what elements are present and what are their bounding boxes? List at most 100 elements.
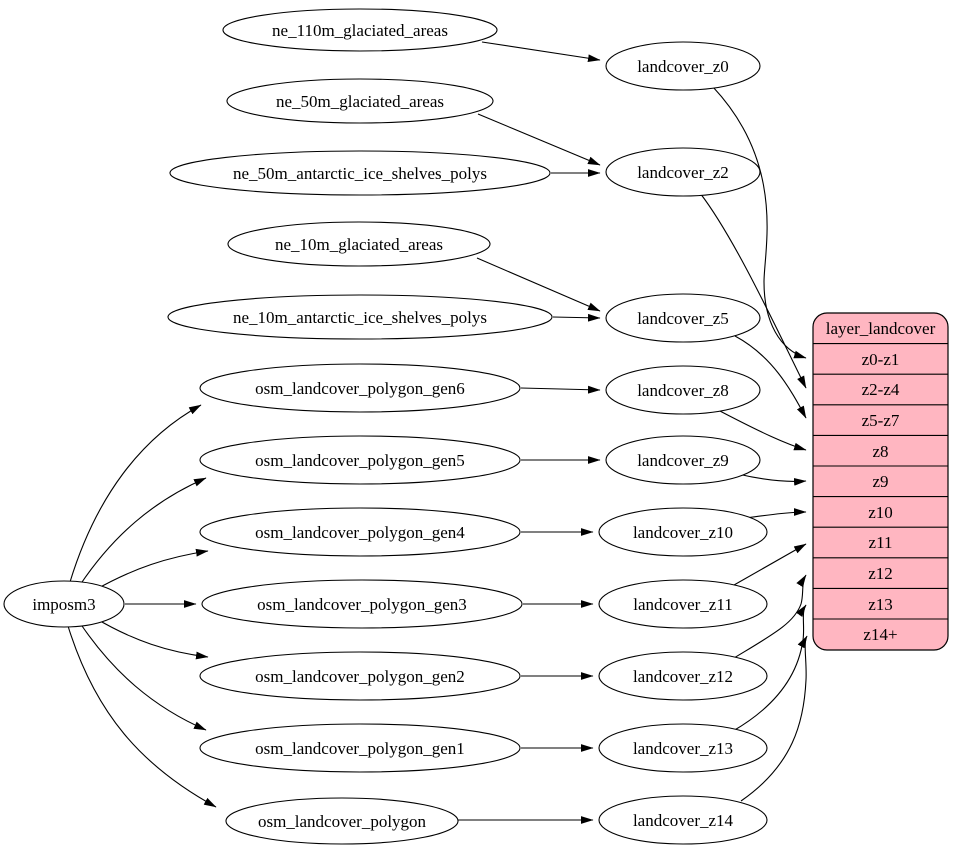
source-ellipse	[199, 363, 521, 413]
edge-ne-10m-antarctic-to-z5	[552, 313, 601, 322]
node-landcover-z9: landcover_z9	[605, 435, 761, 485]
imposm3-ellipse	[3, 580, 125, 628]
node-osm-landcover-polygon-gen4: osm_landcover_polygon_gen4	[199, 507, 521, 557]
edge-z9-to-field-z9	[737, 473, 807, 486]
source-ellipse	[201, 579, 523, 629]
node-landcover-z13: landcover_z13	[598, 723, 768, 773]
record-field-z9: z9	[872, 472, 888, 491]
source-label: ne_10m_antarctic_ice_shelves_polys	[233, 308, 487, 327]
layer-record-body	[812, 312, 949, 651]
record-field-z8: z8	[872, 442, 888, 461]
record-field-z5-z7: z5-z7	[862, 411, 900, 430]
node-landcover-z14: landcover_z14	[598, 795, 768, 845]
source-label: osm_landcover_polygon_gen1	[255, 739, 465, 758]
imposm3-label: imposm3	[32, 595, 95, 614]
node-ne-50m-antarctic-ice-shelves-polys: ne_50m_antarctic_ice_shelves_polys	[169, 150, 551, 196]
edge-imposm3-to-gen6	[69, 404, 202, 583]
source-label: osm_landcover_polygon_gen6	[255, 379, 465, 398]
edge-z8-to-field-z8	[717, 409, 807, 451]
record-field-z2-z4: z2-z4	[862, 380, 900, 399]
source-ellipse	[222, 8, 498, 52]
view-label: landcover_z0	[637, 57, 729, 76]
source-ellipse	[199, 435, 521, 485]
view-ellipse	[605, 365, 761, 415]
edge-z5-to-field-z5-z7	[734, 335, 807, 419]
view-ellipse	[598, 651, 768, 701]
view-ellipse	[598, 507, 768, 557]
source-ellipse	[169, 150, 551, 196]
source-label: ne_50m_glaciated_areas	[276, 92, 444, 111]
node-layer-landcover-record: layer_landcover z0-z1 z2-z4 z5-z7 z8 z9 …	[812, 312, 949, 651]
view-label: landcover_z2	[637, 163, 729, 182]
node-ne-50m-glaciated-areas: ne_50m_glaciated_areas	[226, 78, 494, 124]
edge-layer	[67, 41, 808, 824]
source-ellipse	[199, 507, 521, 557]
view-label: landcover_z11	[633, 595, 732, 614]
node-imposm3: imposm3	[3, 580, 125, 628]
view-ellipse	[605, 147, 761, 197]
edge-gen6-to-z8	[520, 385, 601, 394]
node-landcover-z11: landcover_z11	[598, 579, 768, 629]
node-ne-10m-glaciated-areas: ne_10m_glaciated_areas	[227, 221, 491, 267]
source-label: ne_110m_glaciated_areas	[272, 21, 448, 40]
node-osm-landcover-polygon-gen6: osm_landcover_polygon_gen6	[199, 363, 521, 413]
edge-ne-10m-glaciated-to-z5	[476, 257, 601, 312]
source-ellipse	[167, 294, 553, 340]
view-label: landcover_z12	[633, 667, 733, 686]
node-landcover-z10: landcover_z10	[598, 507, 768, 557]
source-label: osm_landcover_polygon_gen5	[255, 451, 465, 470]
view-label: landcover_z8	[637, 381, 729, 400]
node-osm-landcover-polygon-gen3: osm_landcover_polygon_gen3	[201, 579, 523, 629]
view-ellipse	[605, 435, 761, 485]
source-label: ne_10m_glaciated_areas	[275, 235, 443, 254]
edge-ne-110m-to-z0	[481, 41, 601, 63]
source-label: osm_landcover_polygon_gen4	[255, 523, 465, 542]
edge-z2-to-field-z2-z4	[699, 192, 807, 389]
layer-record-title: layer_landcover	[826, 319, 936, 338]
source-ellipse	[227, 221, 491, 267]
source-label: osm_landcover_polygon	[258, 812, 427, 831]
view-ellipse	[598, 723, 768, 773]
source-label: osm_landcover_polygon_gen2	[255, 667, 465, 686]
source-label: osm_landcover_polygon_gen3	[257, 595, 467, 614]
source-ellipse	[199, 723, 521, 773]
node-osm-landcover-polygon-gen1: osm_landcover_polygon_gen1	[199, 723, 521, 773]
view-ellipse	[605, 41, 761, 91]
node-landcover-z12: landcover_z12	[598, 651, 768, 701]
node-layer: imposm3 ne_110m_glaciated_areas ne_50m_g…	[3, 8, 949, 845]
node-ne-10m-antarctic-ice-shelves-polys: ne_10m_antarctic_ice_shelves_polys	[167, 294, 553, 340]
source-ellipse	[225, 797, 459, 845]
source-ellipse	[199, 651, 521, 701]
edge-imposm3-to-gen4	[94, 548, 209, 591]
edge-z11-to-field-z11	[726, 543, 807, 590]
edge-imposm3-to-polygon	[67, 625, 217, 808]
node-osm-landcover-polygon-gen5: osm_landcover_polygon_gen5	[199, 435, 521, 485]
source-label: ne_50m_antarctic_ice_shelves_polys	[233, 164, 487, 183]
node-osm-landcover-polygon: osm_landcover_polygon	[225, 797, 459, 845]
record-field-z14plus: z14+	[863, 625, 897, 644]
node-landcover-z0: landcover_z0	[605, 41, 761, 91]
view-ellipse	[598, 795, 768, 845]
record-field-z13: z13	[868, 595, 893, 614]
view-label: landcover_z5	[637, 309, 729, 328]
record-field-z10: z10	[868, 503, 893, 522]
view-label: landcover_z14	[633, 811, 734, 830]
edge-imposm3-to-gen5	[79, 477, 207, 586]
record-field-z11: z11	[869, 533, 893, 552]
node-landcover-z5: landcover_z5	[605, 293, 761, 343]
source-ellipse	[226, 78, 494, 124]
edge-z0-to-field-z0-z1	[712, 86, 807, 359]
view-label: landcover_z9	[637, 451, 729, 470]
edge-z12-to-field-z12	[728, 574, 807, 662]
view-label: landcover_z10	[633, 523, 733, 542]
node-ne-110m-glaciated-areas: ne_110m_glaciated_areas	[222, 8, 498, 52]
record-field-z12: z12	[868, 564, 893, 583]
record-field-z0-z1: z0-z1	[862, 350, 900, 369]
edge-z10-to-field-z10	[744, 508, 807, 519]
view-ellipse	[605, 293, 761, 343]
view-ellipse	[598, 579, 768, 629]
edge-imposm3-to-gen1	[79, 622, 207, 731]
node-landcover-z2: landcover_z2	[605, 147, 761, 197]
